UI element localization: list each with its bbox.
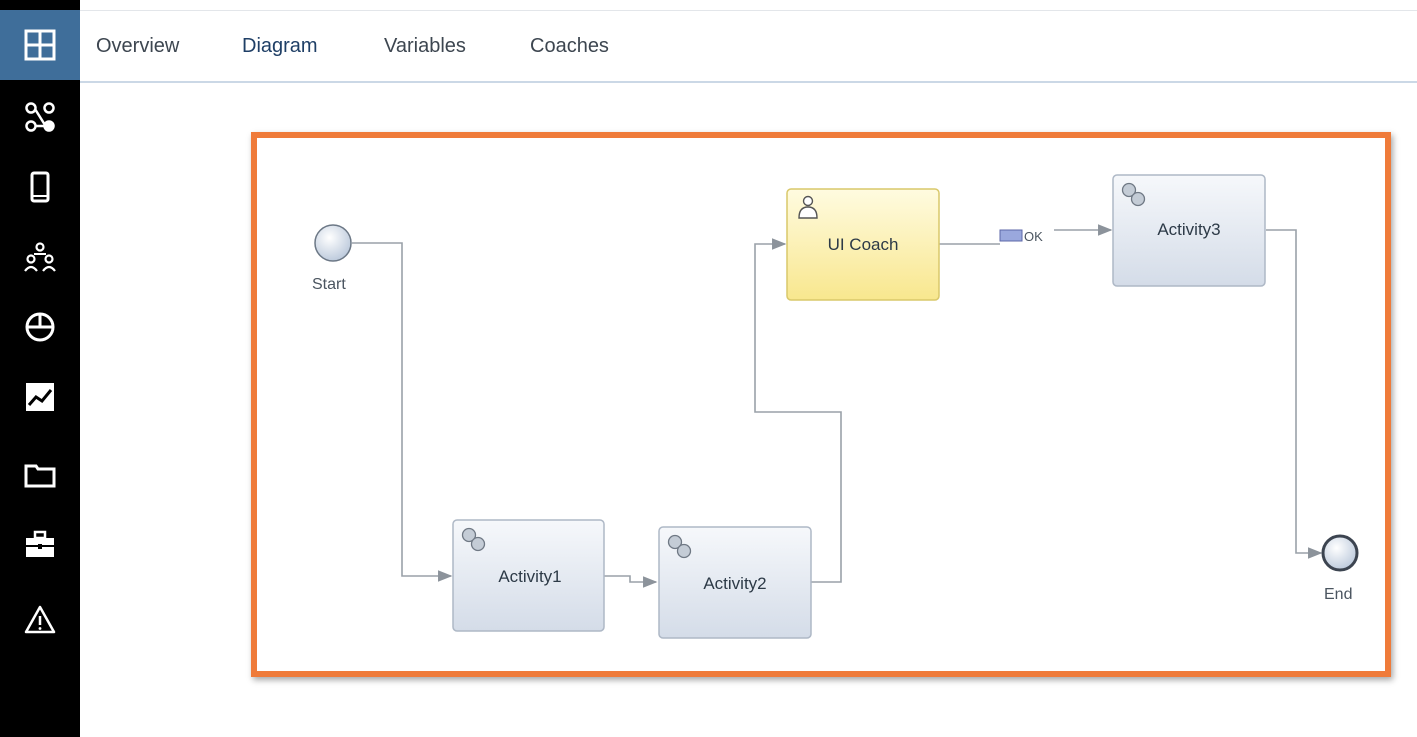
rail-item-warning[interactable] (0, 585, 80, 655)
left-icon-rail (0, 0, 80, 737)
system-task-icon (1121, 182, 1146, 207)
message-icon (999, 229, 1023, 242)
start-event[interactable]: Start (312, 224, 352, 293)
rail-item-grid[interactable] (0, 10, 80, 80)
system-task-icon (461, 527, 486, 552)
trend-chart-icon (26, 383, 54, 411)
tab-diagram[interactable]: Diagram (242, 35, 318, 57)
rail-item-team[interactable] (0, 222, 80, 292)
ui-coach-task[interactable]: UI Coach (786, 188, 940, 301)
tab-coaches[interactable]: Coaches (530, 35, 609, 57)
end-label: End (1324, 586, 1352, 603)
end-event[interactable]: End (1321, 534, 1359, 603)
process-flow-icon (25, 102, 55, 132)
rail-item-pie-chart[interactable] (0, 292, 80, 362)
flow-activity3-end[interactable] (1266, 229, 1323, 559)
mobile-device-icon (30, 171, 50, 203)
activity3-label: Activity3 (1157, 220, 1220, 239)
user-task-icon (798, 195, 818, 219)
flow-activity1-activity2[interactable] (604, 575, 658, 588)
warning-icon (24, 605, 56, 634)
activity1-label: Activity1 (498, 567, 561, 586)
activity2-label: Activity2 (703, 574, 766, 593)
team-icon (24, 242, 56, 272)
tab-overview[interactable]: Overview (96, 35, 180, 57)
system-task-icon (667, 534, 692, 559)
pie-chart-icon (25, 312, 55, 342)
folder-icon (24, 464, 56, 488)
tab-bar: Overview Diagram Variables Coaches (80, 10, 1417, 83)
flow-start-activity1[interactable] (352, 242, 453, 582)
rail-item-trend[interactable] (0, 362, 80, 432)
activity2-task[interactable]: Activity2 (658, 526, 812, 639)
ui-coach-label: UI Coach (828, 235, 899, 254)
ok-flow-label: OK (999, 229, 1043, 244)
grid-icon (24, 29, 56, 61)
rail-item-toolbox[interactable] (0, 510, 80, 580)
activity1-task[interactable]: Activity1 (452, 519, 605, 632)
toolbox-icon (26, 530, 54, 557)
flow-activity2-coach[interactable] (754, 238, 842, 583)
rail-item-process[interactable] (0, 82, 80, 152)
start-label: Start (312, 276, 346, 293)
flow-label-ok: OK (1024, 229, 1043, 244)
rail-item-mobile[interactable] (0, 152, 80, 222)
diagram-highlight-frame (251, 132, 1391, 677)
rail-item-folder[interactable] (0, 440, 80, 510)
tab-variables[interactable]: Variables (384, 35, 466, 57)
activity3-task[interactable]: Activity3 (1112, 174, 1266, 287)
